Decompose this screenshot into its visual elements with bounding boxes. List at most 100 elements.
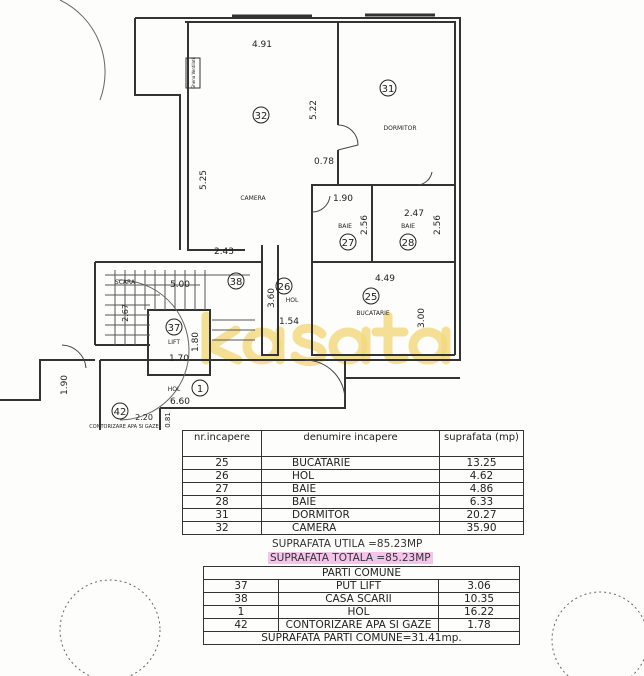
cell-area: 3.06 [438,579,520,593]
room-number: 32 [255,111,268,122]
header-nr: nr.incapere [182,430,262,457]
room-name: HOL [168,386,181,393]
common-total: SUPRAFATA PARTI COMUNE=31.41mp. [203,631,520,645]
svg-text:2.56: 2.56 [360,215,370,235]
shaft-label: Ghena Ventilatii [191,57,196,89]
svg-text:2.67: 2.67 [121,304,130,322]
cell-nr: 42 [203,618,279,632]
svg-text:1.90: 1.90 [60,375,70,395]
room-name: BAIE [338,223,352,230]
cell-name: BUCATARIE [261,456,440,470]
cell-nr: 37 [203,579,279,593]
cell-nr: 32 [182,521,262,535]
cell-nr: 1 [203,605,279,619]
tables-area: nr.incapere denumire incapere suprafata … [0,430,644,645]
room-number: 38 [230,277,243,288]
svg-text:3.60: 3.60 [267,288,277,308]
cell-area: 10.35 [438,592,520,606]
rooms-table: nr.incapere denumire incapere suprafata … [182,430,524,535]
stamp-circles [59,0,190,421]
room-number: 25 [365,292,378,303]
cell-name: CONTORIZARE APA SI GAZE [278,618,439,632]
cell-nr: 26 [182,469,262,483]
svg-text:2.20: 2.20 [135,413,153,422]
watermark [201,311,451,367]
cell-name: PUT LIFT [278,579,439,593]
room-name: CONTORIZARE APA SI GAZE [89,424,158,430]
svg-text:4.49: 4.49 [375,274,395,284]
room-number: 42 [114,407,127,418]
cell-name: HOL [278,605,439,619]
room-labels: 32 CAMERA 31 DORMITOR 27 BAIE 28 BAIE 25… [89,79,417,430]
room-name: SCARA [115,279,136,286]
room-name: CAMERA [240,195,266,202]
cell-area: 1.78 [438,618,520,632]
cell-area: 35.90 [439,521,524,535]
walls [0,13,461,430]
svg-text:0.78: 0.78 [314,157,334,167]
svg-text:5.00: 5.00 [170,280,190,290]
cell-name: CAMERA [261,521,440,535]
svg-text:2.56: 2.56 [433,215,443,235]
room-name: BUCATARIE [356,310,390,317]
cell-area: 16.22 [438,605,520,619]
room-number: 31 [382,84,395,95]
cell-name: BAIE [261,495,440,509]
room-number: 37 [168,323,181,334]
svg-text:5.25: 5.25 [199,170,209,190]
ventilation-shaft [185,57,201,89]
room-name: HOL [286,297,299,304]
room-number: 27 [342,238,355,249]
usable-area: SUPRAFATA UTILA =85.23MP [272,538,423,550]
cell-nr: 25 [182,456,262,470]
cell-area: 4.62 [439,469,524,483]
cell-name: HOL [261,469,440,483]
room-number: 26 [278,282,291,293]
room-name: DORMITOR [383,125,416,132]
room-number: 28 [402,238,415,249]
svg-text:6.60: 6.60 [170,397,190,407]
svg-text:0.81: 0.81 [164,412,172,428]
header-area: suprafata (mp) [439,430,524,457]
common-title: PARTI COMUNE [203,566,520,580]
svg-text:2.43: 2.43 [214,247,234,257]
cell-nr: 28 [182,495,262,509]
cell-nr: 31 [182,508,262,522]
room-number: 1 [197,384,203,395]
dimensions: 4.91 5.22 5.25 0.78 1.90 2.56 2.47 2.56 … [60,40,443,428]
room-name: BAIE [401,223,415,230]
svg-text:3.00: 3.00 [417,308,427,328]
svg-text:1.70: 1.70 [169,354,189,364]
cell-area: 20.27 [439,508,524,522]
table-header: nr.incapere denumire incapere suprafata … [182,430,524,457]
svg-text:2.47: 2.47 [404,209,424,219]
header-name: denumire incapere [261,430,440,457]
cell-name: DORMITOR [261,508,440,522]
cell-area: 4.86 [439,482,524,496]
svg-text:1.90: 1.90 [333,194,353,204]
total-area: SUPRAFATA TOTALA =85.23MP [268,552,433,564]
cell-area: 13.25 [439,456,524,470]
cell-area: 6.33 [439,495,524,509]
floor-plan: Ghena Ventilatii 32 CAMERA 31 DORMITOR 2… [0,0,461,430]
svg-text:4.91: 4.91 [252,40,272,50]
svg-text:1.54: 1.54 [279,317,299,327]
svg-text:5.22: 5.22 [309,100,319,120]
cell-name: CASA SCARII [278,592,439,606]
door-swings [61,124,433,401]
cell-nr: 38 [203,592,279,606]
room-name: LIFT [168,339,180,346]
cell-name: BAIE [261,482,440,496]
cell-nr: 27 [182,482,262,496]
